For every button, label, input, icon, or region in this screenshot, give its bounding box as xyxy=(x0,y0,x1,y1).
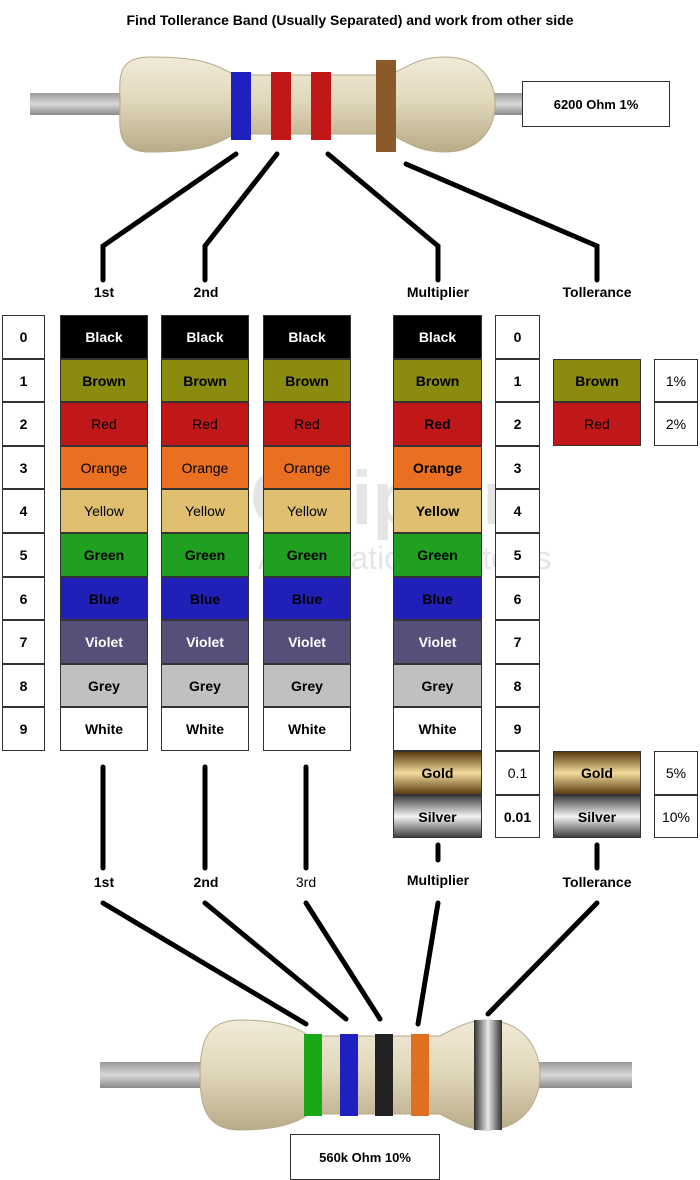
header-tolerance: Tollerance xyxy=(562,284,632,300)
multiplier-value-cell: 4 xyxy=(495,489,540,533)
multiplier-value-cell: 7 xyxy=(495,620,540,664)
bottom-band-3 xyxy=(375,1034,393,1116)
color-band-cell: Orange xyxy=(60,446,148,489)
multiplier-value-cell: 0.01 xyxy=(495,795,540,838)
bottom-band-2 xyxy=(340,1034,358,1116)
tolerance-color-cell: Brown xyxy=(553,359,641,402)
header-first-digit: 1st xyxy=(93,284,115,300)
digit-cell: 0 xyxy=(2,315,45,359)
footer-first-digit: 1st xyxy=(93,874,115,890)
digit-cell: 7 xyxy=(2,620,45,664)
color-band-cell: Red xyxy=(60,402,148,446)
tolerance-color-cell: Gold xyxy=(553,751,641,795)
header-second-digit: 2nd xyxy=(193,284,219,300)
color-band-cell: Black xyxy=(263,315,351,359)
digit-cell: 9 xyxy=(2,707,45,751)
color-band-cell: Brown xyxy=(263,359,351,402)
multiplier-color-cell: Orange xyxy=(393,446,482,489)
color-band-cell: Brown xyxy=(60,359,148,402)
color-band-cell: Green xyxy=(60,533,148,577)
multiplier-value-cell: 3 xyxy=(495,446,540,489)
multiplier-value-cell: 0.1 xyxy=(495,751,540,795)
multiplier-color-cell: Black xyxy=(393,315,482,359)
footer-second-digit: 2nd xyxy=(193,874,219,890)
multiplier-color-cell: Gold xyxy=(393,751,482,795)
color-band-cell: Grey xyxy=(263,664,351,707)
multiplier-color-cell: Violet xyxy=(393,620,482,664)
color-band-cell: Brown xyxy=(161,359,249,402)
digit-cell: 4 xyxy=(2,489,45,533)
multiplier-value-cell: 6 xyxy=(495,577,540,620)
digit-cell: 6 xyxy=(2,577,45,620)
color-band-cell: Blue xyxy=(60,577,148,620)
color-band-cell: Yellow xyxy=(161,489,249,533)
header-multiplier: Multiplier xyxy=(406,284,470,300)
tolerance-value-cell: 1% xyxy=(654,359,698,402)
color-band-cell: Violet xyxy=(161,620,249,664)
tolerance-color-cell: Red xyxy=(553,402,641,446)
color-band-cell: Violet xyxy=(263,620,351,664)
page-title: Find Tollerance Band (Usually Separated)… xyxy=(126,12,574,28)
digit-cell: 1 xyxy=(2,359,45,402)
bottom-resistor-value: 560k Ohm 10% xyxy=(290,1134,440,1180)
color-band-cell: Grey xyxy=(60,664,148,707)
multiplier-value-cell: 8 xyxy=(495,664,540,707)
color-band-cell: Red xyxy=(263,402,351,446)
color-band-cell: Green xyxy=(161,533,249,577)
tolerance-value-cell: 5% xyxy=(654,751,698,795)
color-band-cell: Orange xyxy=(161,446,249,489)
color-band-cell: Red xyxy=(161,402,249,446)
color-band-cell: White xyxy=(263,707,351,751)
top-resistor xyxy=(30,56,530,153)
multiplier-color-cell: Silver xyxy=(393,795,482,838)
color-band-cell: Blue xyxy=(263,577,351,620)
bottom-band-4 xyxy=(411,1034,429,1116)
top-band-4 xyxy=(376,60,396,152)
bottom-resistor xyxy=(100,1019,632,1131)
digit-cell: 5 xyxy=(2,533,45,577)
color-band-cell: Blue xyxy=(161,577,249,620)
color-band-cell: White xyxy=(161,707,249,751)
digit-cell: 2 xyxy=(2,402,45,446)
bottom-band-1 xyxy=(304,1034,322,1116)
multiplier-color-cell: Blue xyxy=(393,577,482,620)
tolerance-value-cell: 2% xyxy=(654,402,698,446)
digit-cell: 8 xyxy=(2,664,45,707)
multiplier-color-cell: Red xyxy=(393,402,482,446)
color-band-cell: Black xyxy=(161,315,249,359)
color-band-cell: Green xyxy=(263,533,351,577)
multiplier-color-cell: Yellow xyxy=(393,489,482,533)
tolerance-value-cell: 10% xyxy=(654,795,698,838)
multiplier-value-cell: 2 xyxy=(495,402,540,446)
color-band-cell: Orange xyxy=(263,446,351,489)
footer-tolerance: Tollerance xyxy=(562,874,632,890)
top-connector-lines xyxy=(100,151,600,283)
top-band-2 xyxy=(271,72,291,140)
color-band-cell: Yellow xyxy=(60,489,148,533)
digit-cell: 3 xyxy=(2,446,45,489)
footer-third-digit: 3rd xyxy=(295,874,317,890)
color-band-cell: Black xyxy=(60,315,148,359)
color-band-cell: Violet xyxy=(60,620,148,664)
multiplier-color-cell: Brown xyxy=(393,359,482,402)
multiplier-color-cell: Grey xyxy=(393,664,482,707)
footer-multiplier: Multiplier xyxy=(406,872,470,888)
bottom-tolerance-band xyxy=(474,1020,502,1130)
top-resistor-value: 6200 Ohm 1% xyxy=(522,81,670,127)
multiplier-value-cell: 9 xyxy=(495,707,540,751)
color-band-cell: White xyxy=(60,707,148,751)
color-band-cell: Grey xyxy=(161,664,249,707)
multiplier-color-cell: White xyxy=(393,707,482,751)
bottom-connector-lines xyxy=(100,764,600,1027)
tolerance-color-cell: Silver xyxy=(553,795,641,838)
multiplier-value-cell: 0 xyxy=(495,315,540,359)
multiplier-color-cell: Green xyxy=(393,533,482,577)
top-band-1 xyxy=(231,72,251,140)
multiplier-value-cell: 5 xyxy=(495,533,540,577)
color-band-cell: Yellow xyxy=(263,489,351,533)
multiplier-value-cell: 1 xyxy=(495,359,540,402)
top-band-3 xyxy=(311,72,331,140)
